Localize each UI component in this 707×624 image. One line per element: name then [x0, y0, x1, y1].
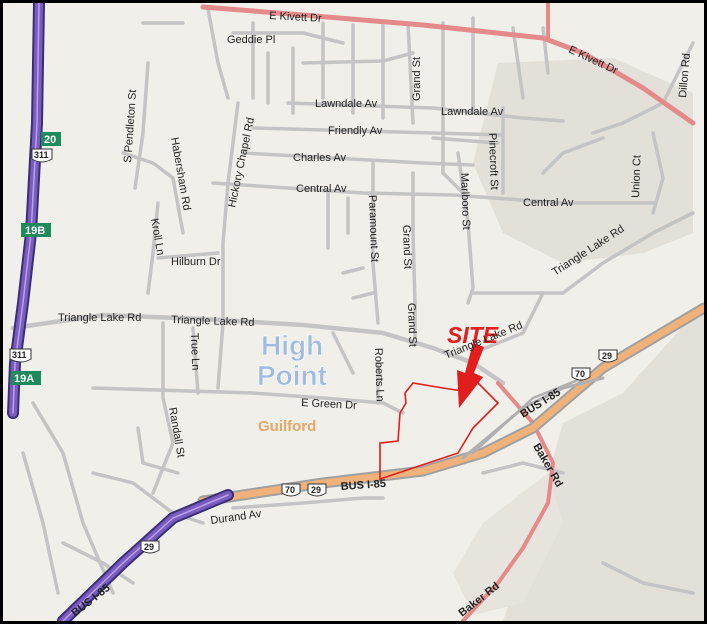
- street-grand-1: Grand St: [411, 57, 423, 101]
- us-route-19a-shield: 19A: [11, 371, 41, 385]
- site-label: SITE: [447, 322, 499, 348]
- street-central-2: Central Av: [523, 197, 574, 209]
- city-label-line1: High: [261, 330, 323, 361]
- us-route-311-shield-1: 311: [31, 148, 53, 163]
- street-lawndale-1: Lawndale Av: [315, 98, 378, 110]
- svg-text:70: 70: [575, 369, 585, 379]
- industrial-area-s: [453, 473, 563, 615]
- street-true: True Ln: [188, 333, 201, 371]
- street-charles: Charles Av: [293, 152, 346, 164]
- triangle-lake-road: [10, 312, 506, 386]
- route-shields: 20 311 19B 311 19A 29 70 70: [9, 132, 618, 554]
- street-kroll: Kroll Ln: [148, 217, 166, 256]
- svg-text:29: 29: [311, 485, 321, 495]
- site-boundary: [379, 382, 500, 481]
- svg-text:29: 29: [602, 351, 612, 361]
- us-route-311-shield-2: 311: [9, 348, 32, 363]
- industrial-area-ne: [473, 58, 693, 263]
- us-route-29-shield-1: 29: [598, 349, 618, 363]
- street-grand-3: Grand St: [405, 303, 419, 347]
- svg-text:20: 20: [44, 134, 56, 146]
- us-route-70-shield-1: 70: [571, 367, 591, 381]
- us-route-29-shield-2: 29: [307, 483, 327, 497]
- site-arrow: [457, 343, 484, 408]
- street-bus-i85-1: BUS I-85: [340, 478, 386, 493]
- street-triangle-lake-w1: Triangle Lake Rd: [58, 312, 141, 324]
- us-route-20-shield: 20: [41, 132, 61, 146]
- us-route-29-shield-3: 29: [140, 540, 160, 554]
- street-dillon: Dillon Rd: [677, 53, 693, 99]
- street-map[interactable]: SITE High Point Guilford E Kivett Dr E K…: [3, 3, 704, 621]
- street-e-kivett-top: E Kivett Dr: [269, 10, 322, 25]
- street-pinecroft: Pinecroft St: [486, 133, 500, 190]
- street-durand: Durand Av: [210, 508, 263, 527]
- street-triangle-lake-w2: Triangle Lake Rd: [171, 314, 255, 329]
- street-e-green: E Green Dr: [301, 397, 358, 412]
- street-friendly: Friendly Av: [328, 125, 383, 137]
- kivett-road: [200, 4, 696, 126]
- street-s-pendleton: S Pendleton St: [122, 89, 139, 163]
- street-central-1: Central Av: [296, 183, 347, 195]
- svg-text:70: 70: [285, 485, 295, 495]
- county-label: Guilford: [258, 418, 316, 435]
- street-lawndale-2: Lawndale Av: [441, 106, 504, 118]
- svg-text:311: 311: [12, 350, 27, 360]
- us-route-70-shield-2: 70: [281, 483, 301, 497]
- city-label-line2: Point: [257, 360, 327, 391]
- svg-text:19B: 19B: [25, 225, 45, 237]
- street-geddie: Geddie Pl: [227, 34, 275, 46]
- developed-areas: [453, 58, 704, 621]
- svg-text:19A: 19A: [14, 373, 34, 385]
- bus-i85-highway: [197, 302, 704, 507]
- street-marlboro: Marlboro St: [458, 173, 472, 230]
- site-marker[interactable]: SITE: [379, 322, 500, 481]
- street-habersham: Habersham Rd: [168, 136, 193, 211]
- us-route-19b-shield: 19B: [21, 223, 51, 237]
- street-union: Union Ct: [630, 155, 643, 198]
- street-roberts: Roberts Ln: [372, 348, 386, 402]
- street-grand-2: Grand St: [400, 225, 414, 269]
- street-hilburn: Hilburn Dr: [171, 256, 221, 268]
- minor-streets: [21, 7, 695, 595]
- svg-text:29: 29: [144, 542, 154, 552]
- svg-text:311: 311: [34, 150, 49, 160]
- street-paramount: Paramount St: [366, 195, 380, 263]
